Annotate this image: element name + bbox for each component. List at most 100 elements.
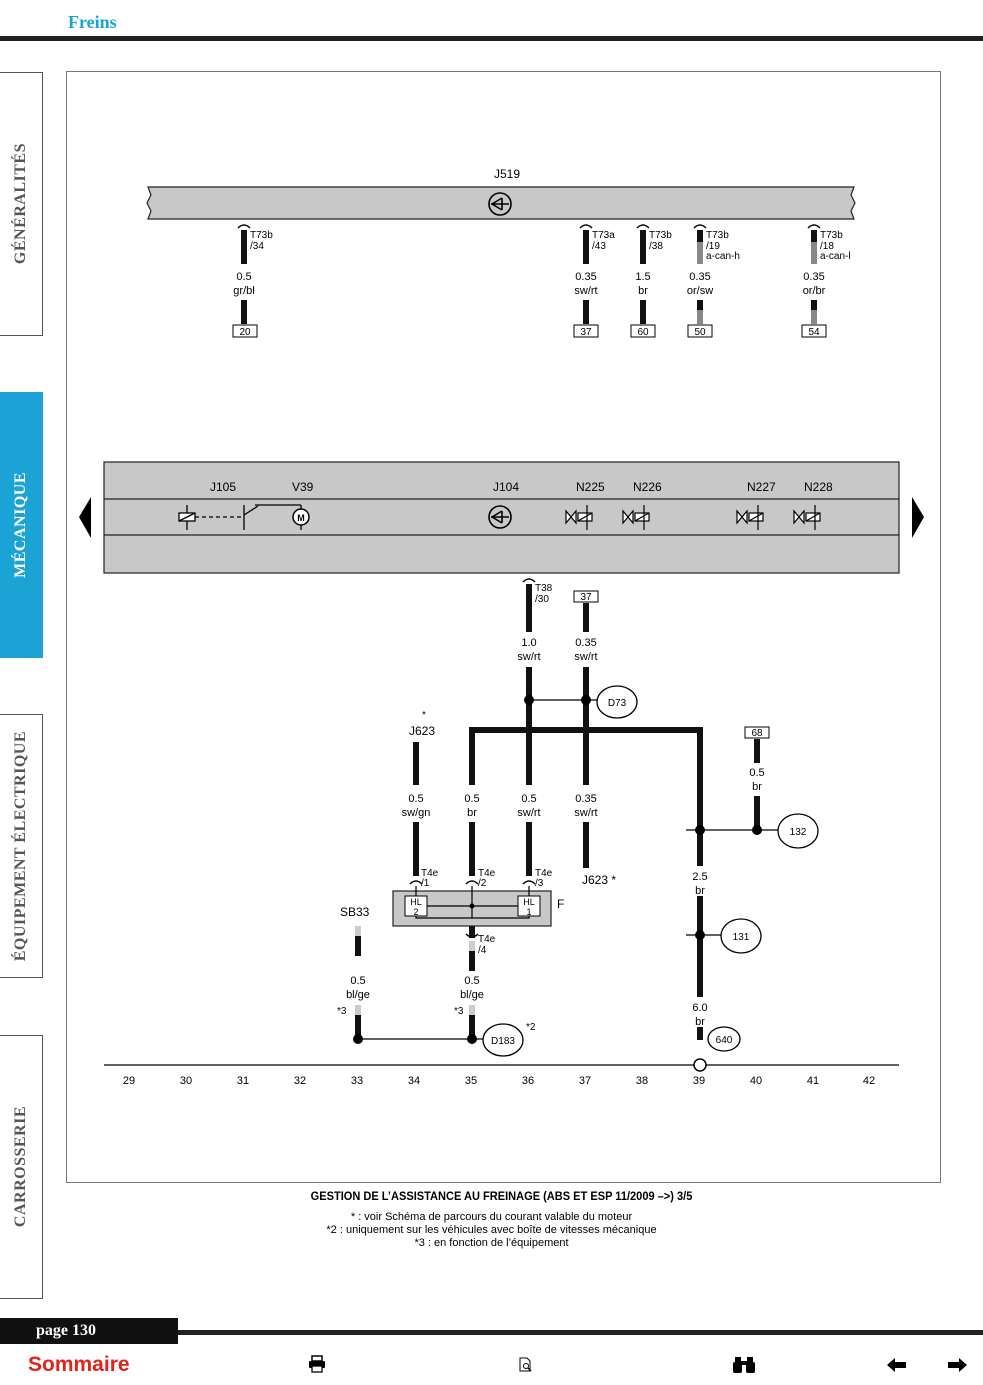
junction-dot bbox=[752, 825, 762, 835]
color-label: br bbox=[695, 885, 705, 897]
hl-label: HL bbox=[410, 897, 422, 907]
ref-label: 68 bbox=[751, 728, 763, 739]
tab-carrosserie[interactable]: CARROSSERIE bbox=[0, 1035, 43, 1299]
gauge-label: 2.5 bbox=[692, 871, 707, 883]
sub-label: a-can-h bbox=[706, 251, 740, 262]
grid-number: 38 bbox=[636, 1075, 648, 1087]
print-icon[interactable] bbox=[307, 1355, 327, 1373]
junction-dot bbox=[353, 1034, 363, 1044]
grid-number: 29 bbox=[123, 1075, 135, 1087]
color-label: sw/rt bbox=[574, 285, 597, 297]
arrow-right-icon[interactable] bbox=[947, 1357, 967, 1373]
gauge-label: 0.5 bbox=[408, 793, 423, 805]
ground-point bbox=[693, 1058, 707, 1072]
diagram-frame bbox=[66, 71, 941, 1183]
note-2: *2 bbox=[526, 1022, 536, 1033]
pin-label: /2 bbox=[478, 878, 487, 889]
pin-label: /38 bbox=[649, 241, 663, 252]
gauge-label: 0.35 bbox=[689, 271, 710, 283]
pin-label: /34 bbox=[250, 241, 264, 252]
valve-n228 bbox=[793, 505, 821, 530]
sommaire-link[interactable]: Sommaire bbox=[28, 1353, 130, 1376]
hl-number: 1 bbox=[526, 907, 531, 917]
color-label: br bbox=[752, 781, 762, 793]
color-label: br bbox=[695, 1016, 705, 1028]
grid-number: 33 bbox=[351, 1075, 363, 1087]
color-label: sw/gn bbox=[402, 807, 431, 819]
connector-label: T73b bbox=[820, 230, 843, 241]
hl-label: HL bbox=[523, 897, 535, 907]
connector-label: T73a bbox=[592, 230, 615, 241]
caption-note: * : voir Schéma de parcours du courant v… bbox=[350, 1211, 633, 1223]
valve-n227 bbox=[736, 505, 764, 530]
node-label: 131 bbox=[733, 932, 750, 943]
junction-dot bbox=[467, 1034, 477, 1044]
triangle-right-icon[interactable] bbox=[912, 497, 924, 538]
component-j519: J519 bbox=[494, 167, 520, 181]
node-640 bbox=[707, 1026, 741, 1052]
color-label: br bbox=[467, 807, 477, 819]
grid-number: 32 bbox=[294, 1075, 306, 1087]
ref-label: 37 bbox=[580, 592, 592, 603]
color-label: sw/rt bbox=[517, 651, 540, 663]
gauge-label: 0.5 bbox=[521, 793, 536, 805]
wire-j519-19: T73b /19 a-can-h 0.35 or/sw 50 bbox=[687, 224, 740, 338]
page-number: page 130 bbox=[0, 1318, 178, 1344]
gauge-label: 0.35 bbox=[575, 271, 596, 283]
caption-note: *3 : en fonction de l’équipement bbox=[414, 1237, 569, 1249]
gauge-label: 0.35 bbox=[575, 637, 596, 649]
junction-dot bbox=[695, 825, 705, 835]
tab-equipement-electrique[interactable]: ÉQUIPEMENT ÉLECTRIQUE bbox=[0, 714, 43, 978]
wire-j519-38: T73b /38 1.5 br 60 bbox=[630, 224, 672, 338]
connector-label: T73b bbox=[706, 230, 729, 241]
gauge-label: 6.0 bbox=[692, 1002, 707, 1014]
j519-bar bbox=[146, 186, 856, 220]
grid-number: 30 bbox=[180, 1075, 192, 1087]
grid-number: 39 bbox=[693, 1075, 705, 1087]
note-3: *3 bbox=[337, 1006, 347, 1017]
pin-label: /3 bbox=[535, 878, 544, 889]
tab-mecanique[interactable]: MÉCANIQUE bbox=[0, 392, 43, 658]
pin-label: /1 bbox=[421, 878, 430, 889]
connector-label: T4e bbox=[478, 934, 496, 945]
grid-number: 40 bbox=[750, 1075, 762, 1087]
ref-label: 60 bbox=[637, 327, 649, 338]
connector-label: T38 bbox=[535, 583, 553, 594]
grid-number: 41 bbox=[807, 1075, 819, 1087]
brake-switch-f: HL 2 HL 1 bbox=[392, 886, 552, 927]
valve-n225 bbox=[565, 505, 593, 530]
pin-label: /43 bbox=[592, 241, 606, 252]
search-document-icon[interactable] bbox=[518, 1357, 534, 1373]
wire-j519-18: T73b /18 a-can-l 0.35 or/br 54 bbox=[801, 224, 851, 338]
color-label: sw/rt bbox=[574, 807, 597, 819]
color-label: br bbox=[638, 285, 648, 297]
section-title: Freins bbox=[68, 12, 117, 32]
grid-number: 42 bbox=[863, 1075, 875, 1087]
component-j623-ref: J623 * bbox=[582, 873, 616, 887]
color-label: bl/ge bbox=[460, 989, 484, 1001]
arrow-left-icon[interactable] bbox=[887, 1357, 907, 1373]
node-label: D73 bbox=[608, 698, 627, 709]
gauge-label: 0.5 bbox=[236, 271, 251, 283]
component-n226: N226 bbox=[633, 480, 662, 494]
pin-label: /30 bbox=[535, 594, 549, 605]
junction-dot bbox=[581, 695, 591, 705]
component-n225: N225 bbox=[576, 480, 605, 494]
pin-label: /18 bbox=[820, 241, 834, 252]
motor-symbol: M bbox=[292, 505, 310, 530]
note-3: *3 bbox=[454, 1006, 464, 1017]
wire-j519-34: T73b /34 0.5 gr/bl 20 bbox=[232, 224, 273, 338]
hl-number: 2 bbox=[413, 907, 418, 917]
diagram-caption: GESTION DE L’ASSISTANCE AU FREINAGE (ABS… bbox=[310, 1189, 693, 1203]
tab-generalites[interactable]: GÉNÉRALITÉS bbox=[0, 72, 43, 336]
node-132 bbox=[777, 813, 819, 849]
triangle-left-icon[interactable] bbox=[79, 497, 91, 538]
relay-symbol bbox=[178, 504, 301, 530]
node-label: 640 bbox=[716, 1035, 733, 1046]
component-j105: J105 bbox=[210, 480, 236, 494]
grid-number: 31 bbox=[237, 1075, 249, 1087]
ref-label: 37 bbox=[580, 327, 592, 338]
binoculars-icon[interactable] bbox=[732, 1356, 756, 1374]
color-label: bl/ge bbox=[346, 989, 370, 1001]
grid-numbers: 29 30 31 32 33 34 35 36 37 38 39 40 41 4… bbox=[123, 1075, 875, 1087]
